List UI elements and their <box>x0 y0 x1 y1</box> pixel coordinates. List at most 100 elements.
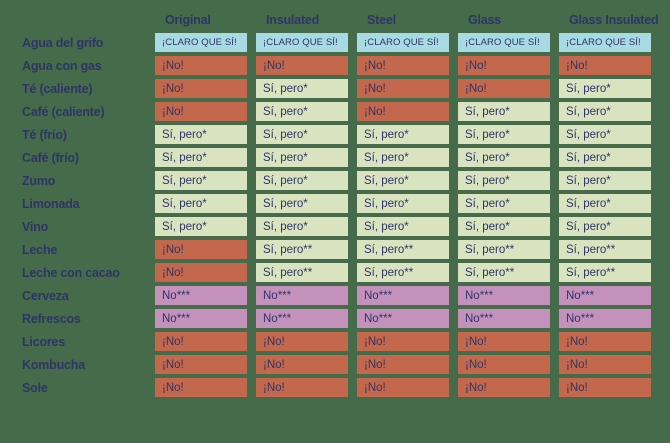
cell-value-never: No*** <box>256 309 348 328</box>
cell-value-maybe: Sí, pero* <box>155 148 247 167</box>
cell-value-maybe: Sí, pero* <box>256 148 348 167</box>
row-label: Limonada <box>22 196 80 211</box>
table-cell: ¡No! <box>155 261 256 284</box>
cell-value-no: ¡No! <box>155 263 247 282</box>
table-cell: Sí, pero** <box>256 238 357 261</box>
cell-value-no: ¡No! <box>559 355 651 374</box>
cell-value-never: No*** <box>458 309 550 328</box>
row-label: Café (frío) <box>22 150 79 165</box>
table-cell: ¡No! <box>357 353 458 376</box>
cell-value-never: No*** <box>458 286 550 305</box>
table-cell: ¡No! <box>357 54 458 77</box>
table-cell: ¡CLARO QUE SÍ! <box>256 31 357 54</box>
cell-value-no: ¡No! <box>357 378 449 397</box>
cell-value-never: No*** <box>559 286 651 305</box>
table-cell: Sí, pero* <box>559 146 660 169</box>
table-cell: Sí, pero* <box>458 215 559 238</box>
cell-value-maybe: Sí, pero* <box>256 125 348 144</box>
cell-value-never: No*** <box>357 309 449 328</box>
table-cell: ¡No! <box>559 353 660 376</box>
cell-value-maybe: Sí, pero** <box>256 263 348 282</box>
table-cell: Sí, pero** <box>357 238 458 261</box>
cell-value-maybe: Sí, pero* <box>256 79 348 98</box>
table-cell: Sí, pero** <box>458 238 559 261</box>
table-cell: Sí, pero* <box>256 123 357 146</box>
table-cell: Sí, pero* <box>357 169 458 192</box>
row-label: Leche con cacao <box>22 265 120 280</box>
cell-value-yes-strong: ¡CLARO QUE SÍ! <box>155 33 247 52</box>
cell-value-yes-strong: ¡CLARO QUE SÍ! <box>458 33 550 52</box>
table-cell: ¡No! <box>155 77 256 100</box>
cell-value-maybe: Sí, pero* <box>458 171 550 190</box>
cell-value-maybe: Sí, pero* <box>155 217 247 236</box>
cell-value-no: ¡No! <box>256 332 348 351</box>
cell-value-no: ¡No! <box>458 332 550 351</box>
cell-value-maybe: Sí, pero** <box>357 263 449 282</box>
cell-value-yes-strong: ¡CLARO QUE SÍ! <box>559 33 651 52</box>
cell-value-maybe: Sí, pero* <box>458 125 550 144</box>
cell-value-maybe: Sí, pero* <box>559 194 651 213</box>
table-cell: ¡No! <box>155 238 256 261</box>
table-cell: No*** <box>559 284 660 307</box>
cell-value-no: ¡No! <box>155 378 247 397</box>
cell-value-maybe: Sí, pero* <box>559 148 651 167</box>
table-cell: ¡No! <box>357 100 458 123</box>
table-cell: Sí, pero* <box>357 192 458 215</box>
table-cell: ¡No! <box>458 353 559 376</box>
table-cell: Sí, pero* <box>559 215 660 238</box>
cell-value-no: ¡No! <box>458 378 550 397</box>
table-cell: Sí, pero* <box>155 169 256 192</box>
row-label: Agua del grifo <box>22 35 104 50</box>
table-cell: ¡No! <box>559 330 660 353</box>
table-cell: Sí, pero* <box>458 123 559 146</box>
table-cell: Sí, pero* <box>256 100 357 123</box>
table-cell: No*** <box>458 307 559 330</box>
cell-value-yes-strong: ¡CLARO QUE SÍ! <box>256 33 348 52</box>
cell-value-no: ¡No! <box>357 332 449 351</box>
cell-value-maybe: Sí, pero* <box>357 171 449 190</box>
table-cell: No*** <box>458 284 559 307</box>
table-cell: Sí, pero* <box>458 192 559 215</box>
table-cell: Sí, pero* <box>155 215 256 238</box>
cell-value-maybe: Sí, pero* <box>155 171 247 190</box>
cell-value-maybe: Sí, pero* <box>458 148 550 167</box>
table-cell: ¡No! <box>256 54 357 77</box>
table-cell: ¡No! <box>155 100 256 123</box>
cell-value-no: ¡No! <box>559 378 651 397</box>
table-cell: Sí, pero* <box>357 215 458 238</box>
cell-value-maybe: Sí, pero* <box>559 171 651 190</box>
table-cell: ¡No! <box>357 77 458 100</box>
column-header: Steel <box>367 12 396 27</box>
table-cell: ¡No! <box>155 330 256 353</box>
cell-value-maybe: Sí, pero* <box>357 125 449 144</box>
row-label: Kombucha <box>22 357 85 372</box>
cell-value-no: ¡No! <box>458 56 550 75</box>
cell-value-no: ¡No! <box>458 355 550 374</box>
table-cell: Sí, pero* <box>559 192 660 215</box>
cell-value-maybe: Sí, pero* <box>256 102 348 121</box>
table-cell: Sí, pero* <box>256 77 357 100</box>
table-cell: Sí, pero* <box>357 146 458 169</box>
row-label: Café (caliente) <box>22 104 105 119</box>
cell-value-no: ¡No! <box>357 102 449 121</box>
table-cell: Sí, pero* <box>458 100 559 123</box>
cell-value-maybe: Sí, pero* <box>559 102 651 121</box>
table-cell: ¡No! <box>155 54 256 77</box>
row-label: Sole <box>22 380 48 395</box>
table-cell: ¡No! <box>458 376 559 399</box>
table-cell: Sí, pero* <box>256 215 357 238</box>
table-cell: Sí, pero* <box>155 192 256 215</box>
cell-value-maybe: Sí, pero** <box>458 263 550 282</box>
cell-value-no: ¡No! <box>155 355 247 374</box>
table-cell: Sí, pero* <box>256 146 357 169</box>
table-cell: Sí, pero** <box>559 238 660 261</box>
cell-value-maybe: Sí, pero* <box>155 194 247 213</box>
table-cell: ¡No! <box>458 330 559 353</box>
row-label: Zumo <box>22 173 56 188</box>
cell-value-never: No*** <box>357 286 449 305</box>
table-cell: Sí, pero* <box>559 77 660 100</box>
table-cell: Sí, pero* <box>559 100 660 123</box>
cell-value-maybe: Sí, pero** <box>458 240 550 259</box>
table-cell: Sí, pero** <box>357 261 458 284</box>
